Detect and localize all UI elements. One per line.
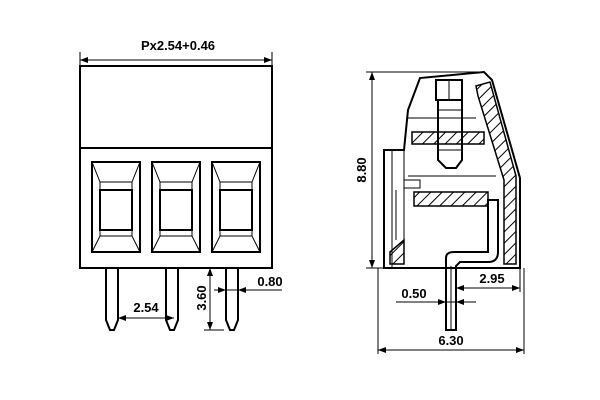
pin-thickness-label: 0.50 (401, 286, 426, 301)
pin-spacing-dimension: 2.54 (118, 300, 174, 321)
wire-opening-1 (91, 161, 141, 253)
depth-dimension: 6.30 (377, 268, 525, 354)
pin-length-dimension: 3.60 (194, 267, 224, 331)
height-label: 8.80 (354, 157, 369, 182)
pin-2 (165, 268, 179, 331)
front-housing (79, 65, 273, 269)
wire-opening-2 (151, 161, 201, 253)
pitch-label: Px2.54+0.46 (141, 38, 215, 53)
pin-1 (105, 268, 119, 331)
wire-opening-3 (211, 161, 261, 253)
pin-thickness-dimension: 0.50 (396, 286, 476, 305)
pin-width-label: 0.80 (257, 274, 282, 289)
pin-spacing-label: 2.54 (133, 300, 159, 315)
pitch-dimension: Px2.54+0.46 (79, 38, 273, 66)
pin-3 (225, 268, 239, 331)
side-pin (445, 199, 499, 331)
side-view: 8.80 (354, 70, 525, 354)
pin-offset-label: 2.95 (479, 271, 504, 286)
pin-length-label: 3.60 (194, 285, 209, 310)
screw (435, 79, 463, 169)
depth-label: 6.30 (438, 333, 463, 348)
pin-width-dimension: 0.80 (214, 274, 283, 296)
pin-offset-dimension: 2.95 (455, 268, 521, 292)
front-view: Px2.54+0.46 (79, 38, 283, 331)
side-housing (383, 70, 521, 269)
height-dimension: 8.80 (354, 71, 480, 269)
side-wall-hatch (475, 81, 517, 265)
